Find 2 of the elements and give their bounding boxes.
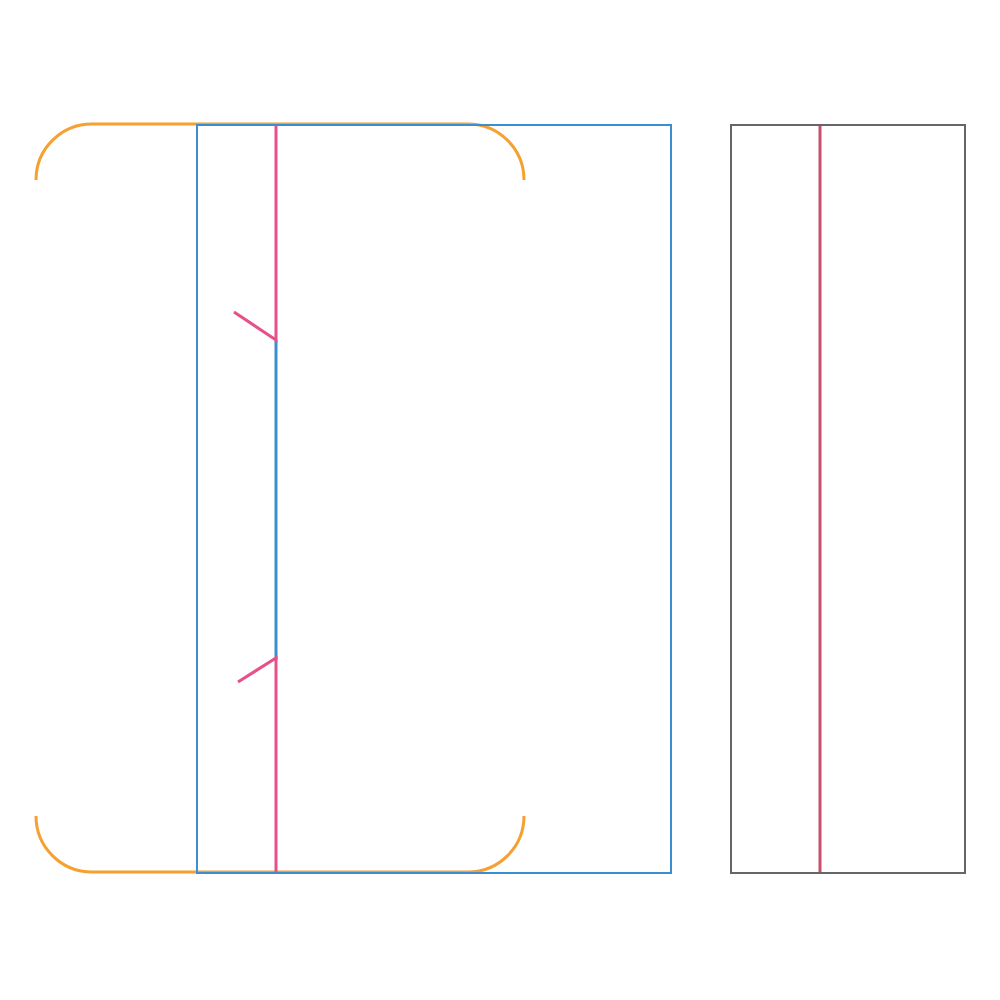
empty-rectangle (730, 124, 966, 874)
empty-rectangle (196, 124, 672, 874)
